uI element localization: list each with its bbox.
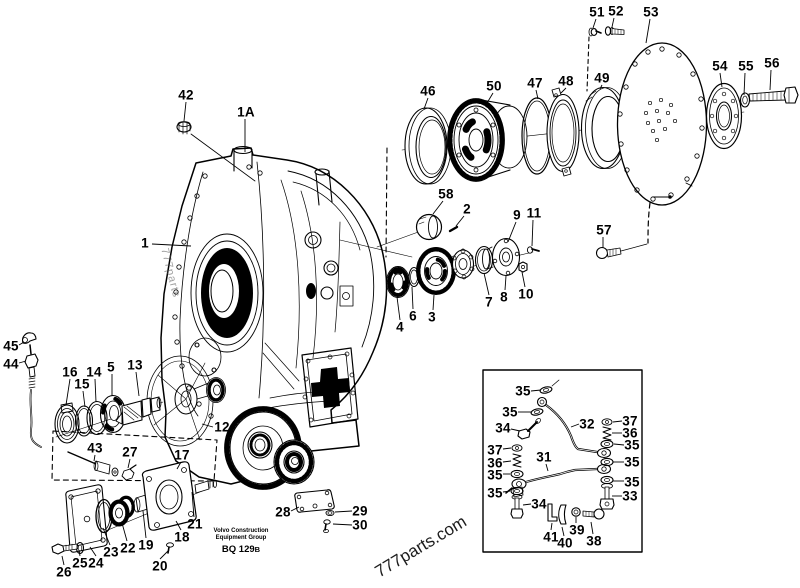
publisher-line1: Volvo Construction [213, 528, 269, 534]
hub-54 [705, 82, 743, 150]
gear-train [339, 237, 540, 298]
washer-55-bolt-56 [739, 86, 799, 108]
bolt-57 [595, 243, 648, 260]
inset-detail-box [482, 369, 643, 553]
pump-locator-box [51, 430, 218, 482]
pto-pump-assembly [51, 451, 217, 555]
input-shaft-13 [115, 396, 162, 426]
breather-45-44 [22, 332, 42, 448]
cover-plate-28 [294, 489, 335, 534]
drive-gear-12 [224, 406, 315, 490]
flex-plate-53 [616, 42, 708, 244]
publisher-line2: Equipment Group [215, 534, 267, 541]
pto-pad [301, 347, 359, 428]
fasteners-51-52 [586, 26, 625, 92]
figure-code: BQ 129B [221, 543, 261, 555]
cap-58 [376, 213, 459, 248]
flywheel-housing [160, 121, 388, 485]
publisher-block: Volvo Construction Equipment Group BQ 12… [204, 528, 278, 555]
ring-set [385, 86, 745, 258]
plug-42 [176, 121, 256, 182]
